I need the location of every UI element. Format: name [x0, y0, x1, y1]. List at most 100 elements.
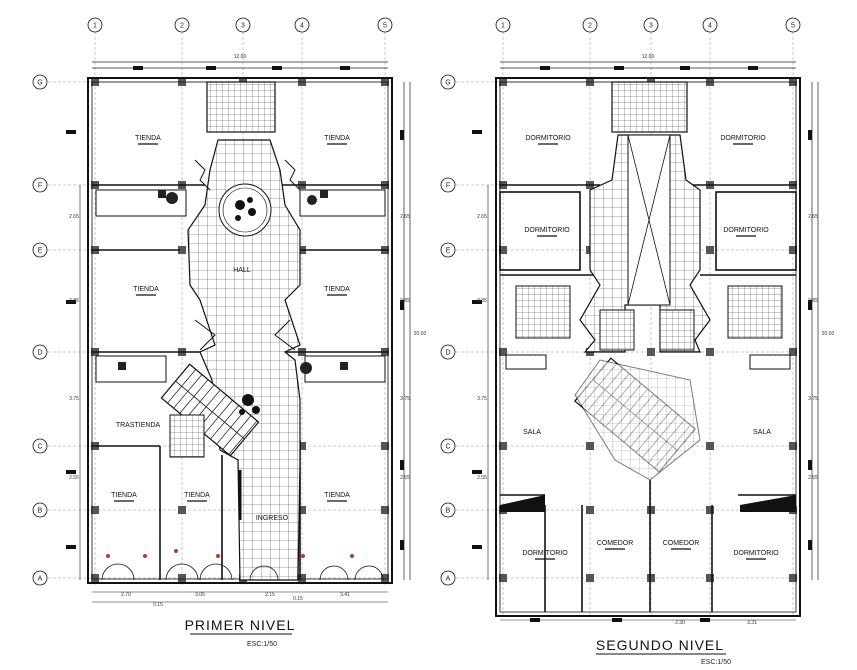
- room-label-dormitorio: DORMITORIO: [525, 135, 571, 142]
- axis-bubble: [785, 17, 801, 33]
- overall-height-dim: 20.00: [822, 331, 835, 337]
- column-axis-label: 4: [300, 23, 304, 30]
- room-label-sala: SALA: [753, 429, 771, 436]
- room-label-tienda: TIENDA: [324, 492, 350, 499]
- room-label-tienda: TIENDA: [324, 135, 350, 142]
- row-axis-label: G: [37, 80, 42, 87]
- bottom-total-dim: 0.15: [153, 602, 163, 608]
- axis-bubble: [174, 17, 190, 33]
- room-label-tienda: TIENDA: [133, 286, 159, 293]
- structural-column: [789, 574, 797, 582]
- column-axis-label: 2: [180, 23, 184, 30]
- room-label-dormitorio: DORMITORIO: [723, 227, 769, 234]
- right-dim: 2.65: [400, 214, 410, 220]
- room-label-sala: SALA: [523, 429, 541, 436]
- room-label-dormitorio: DORMITORIO: [733, 550, 779, 557]
- structural-column: [298, 506, 306, 514]
- structural-column: [178, 246, 186, 254]
- axis-bubble: [32, 502, 48, 518]
- room-label-dormitorio: DORMITORIO: [522, 550, 568, 557]
- row-axis-label: D: [445, 350, 450, 357]
- axis-bubble: [702, 17, 718, 33]
- structural-column: [91, 574, 99, 582]
- stair-tread: [185, 384, 215, 419]
- room-label-comedor: COMEDOR: [663, 540, 700, 547]
- structural-column: [499, 246, 507, 254]
- plan-scale: ESC:1/50: [247, 641, 277, 648]
- right-dim: 3.85: [808, 298, 818, 304]
- room-label-tienda: TIENDA: [135, 135, 161, 142]
- room-label-dormitorio: DORMITORIO: [524, 227, 570, 234]
- bottom-dim: 3.05: [195, 592, 205, 598]
- bottom-dim: 2.30: [675, 620, 685, 626]
- row-axis-label: E: [446, 248, 451, 255]
- plan-scale: ESC:1/50: [701, 659, 731, 666]
- structural-column: [706, 246, 714, 254]
- stair-tread: [210, 405, 239, 440]
- row-dim: 3.85: [69, 298, 79, 304]
- right-dim: 3.85: [400, 298, 410, 304]
- row-axis-label: B: [38, 508, 43, 515]
- structural-column: [91, 506, 99, 514]
- axis-bubble: [32, 177, 48, 193]
- plan-title: SEGUNDO NIVEL: [596, 637, 724, 653]
- structural-column: [789, 246, 797, 254]
- overall-height-dim: 20.00: [414, 331, 427, 337]
- axis-bubble: [377, 17, 393, 33]
- structural-column: [499, 574, 507, 582]
- structural-column: [706, 574, 714, 582]
- axis-bubble: [440, 177, 456, 193]
- room-label-tienda: TIENDA: [324, 286, 350, 293]
- row-dim: 2.65: [477, 214, 487, 220]
- structural-column: [706, 506, 714, 514]
- axis-bubble: [440, 242, 456, 258]
- structural-column: [789, 348, 797, 356]
- axis-bubble: [440, 502, 456, 518]
- row-dim: 3.75: [69, 396, 79, 402]
- row-dim: 2.65: [69, 214, 79, 220]
- structural-column: [381, 506, 389, 514]
- structural-column: [178, 506, 186, 514]
- bottom-dim: 0.15: [293, 596, 303, 602]
- structural-column: [789, 442, 797, 450]
- right-dim: 3.75: [808, 396, 818, 402]
- structural-column: [381, 574, 389, 582]
- row-dim: 3.85: [477, 298, 487, 304]
- right-dim: 3.75: [400, 396, 410, 402]
- plan-title: PRIMER NIVEL: [185, 617, 296, 633]
- row-dim: 2.55: [69, 475, 79, 481]
- right-dim: 2.55: [400, 475, 410, 481]
- axis-bubble: [582, 17, 598, 33]
- axis-bubble: [235, 17, 251, 33]
- row-axis-label: C: [37, 444, 42, 451]
- structural-column: [647, 506, 655, 514]
- column-axis-label: 3: [241, 23, 245, 30]
- axis-bubble: [32, 74, 48, 90]
- row-axis-label: F: [38, 183, 42, 190]
- axis-bubble: [294, 17, 310, 33]
- row-axis-label: E: [38, 248, 43, 255]
- structural-column: [298, 442, 306, 450]
- structural-column: [586, 574, 594, 582]
- stair-tread: [204, 399, 233, 435]
- structural-column: [381, 442, 389, 450]
- row-axis-label: D: [37, 350, 42, 357]
- bottom-dim: 2.15: [265, 592, 275, 598]
- bottom-dim: 3.31: [747, 620, 757, 626]
- structural-column: [499, 442, 507, 450]
- bottom-dim: 3.41: [340, 592, 350, 598]
- stair-tread: [179, 379, 209, 414]
- stair-tread: [222, 415, 252, 450]
- row-axis-label: G: [445, 80, 450, 87]
- axis-bubble: [643, 17, 659, 33]
- axis-bubble: [440, 74, 456, 90]
- column-axis-label: 4: [708, 23, 712, 30]
- row-dim: 2.55: [477, 475, 487, 481]
- axis-bubble: [32, 570, 48, 586]
- room-label-ingreso: INGRESO: [256, 515, 289, 522]
